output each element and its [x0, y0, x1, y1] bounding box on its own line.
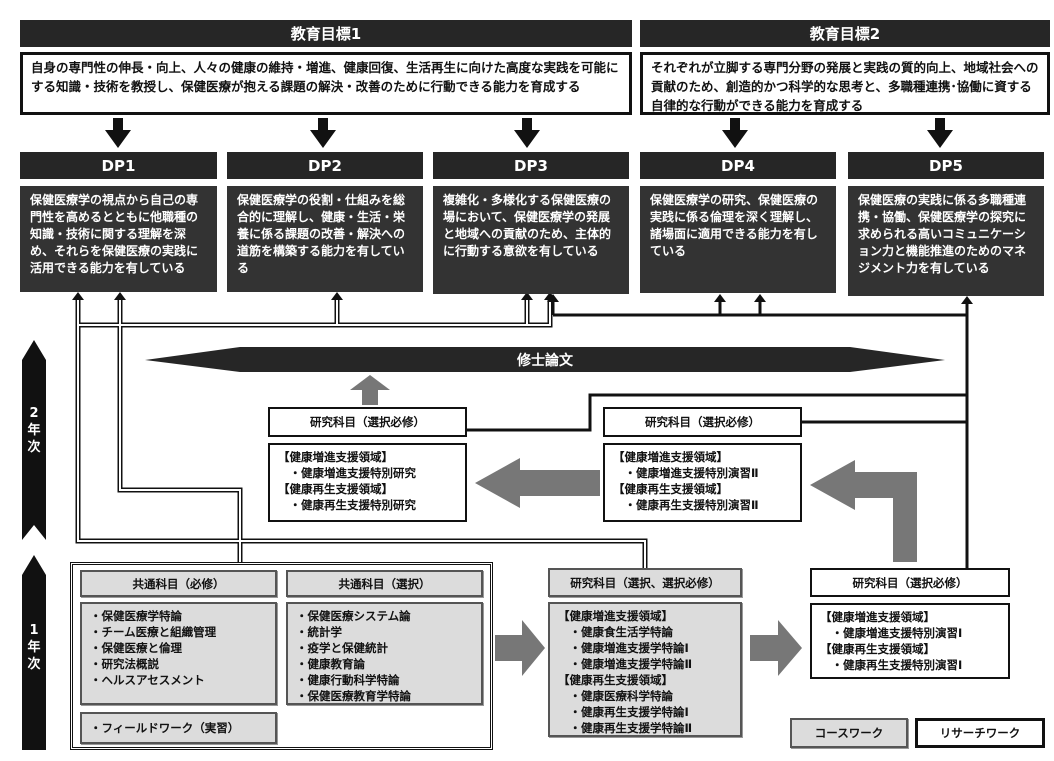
arrow-right-icon — [750, 620, 802, 676]
year1-label: 1 年 次 — [27, 623, 41, 672]
list-item: ・健康再生支援特別研究 — [278, 498, 416, 512]
arrow-down-icon — [514, 118, 540, 148]
list-item: 【健康増進支援領域】 — [278, 450, 393, 464]
year2-arrow — [22, 340, 46, 540]
goal2-text: それぞれが立脚する専門分野の発展と実践の質的向上、地域社会への貢献のため、創造的… — [640, 52, 1050, 115]
dp4-text: 保健医療学の研究、保健医療の実践に係る倫理を深く理解し、諸場面に適用できる能力を… — [640, 186, 836, 293]
arrow-down-icon — [310, 118, 336, 148]
y2-research-left-title: 研究科目（選択必修） — [268, 407, 467, 437]
list-item: ・健康再生支援特別演習Ⅱ — [613, 498, 759, 512]
research-required-list: 【健康増進支援領域】 ・健康増進支援特別演習Ⅰ 【健康再生支援領域】 ・健康再生… — [810, 603, 1010, 679]
list-item: ・保健医療学特論 — [90, 609, 182, 623]
list-item: 【健康再生支援領域】 — [820, 642, 935, 656]
list-item: 【健康再生支援領域】 — [558, 673, 673, 687]
list-item: ・健康再生支援学特論Ⅰ — [558, 705, 689, 719]
research-required-title: 研究科目（選択必修） — [810, 568, 1010, 597]
common-elective-list: ・保健医療システム論 ・統計学 ・疫学と保健統計 ・健康教育論 ・健康行動科学特… — [286, 602, 483, 705]
list-item: ・健康増進支援特別演習Ⅱ — [613, 466, 759, 480]
research-elective-title: 研究科目（選択、選択必修） — [548, 568, 742, 597]
thesis-banner — [145, 347, 945, 372]
y2-research-right-list: 【健康増進支援領域】 ・健康増進支援特別演習Ⅱ 【健康再生支援領域】 ・健康再生… — [603, 443, 802, 522]
goal1-title: 教育目標1 — [20, 20, 632, 47]
list-item: ・ヘルスアセスメント — [90, 673, 205, 687]
list-item: ・保健医療と倫理 — [90, 641, 182, 655]
list-item: ・研究法概説 — [90, 657, 159, 671]
list-item: ・健康教育論 — [296, 657, 365, 671]
arrow-down-icon — [722, 118, 748, 148]
list-item: ・健康医療科学特論 — [558, 689, 673, 703]
y2-research-right-title: 研究科目（選択必修） — [603, 407, 802, 437]
dp3-text: 複雑化・多様化する保健医療の場において、保健医療学の発展と地域への貢献のため、主… — [433, 186, 629, 294]
list-item: ・健康増進支援学特論Ⅰ — [558, 641, 689, 655]
down-arrows — [105, 118, 953, 148]
dp5-text: 保健医療の実践に係る多職種連携・協働、保健医療学の探究に求められる高いコミュニケ… — [848, 186, 1044, 296]
y2-research-left-list: 【健康増進支援領域】 ・健康増進支援特別研究 【健康再生支援領域】 ・健康再生支… — [268, 443, 467, 522]
researchwork-links — [467, 298, 969, 568]
list-item: ・疫学と保健統計 — [296, 641, 388, 655]
dp2-title: DP2 — [227, 152, 423, 179]
common-elective-title: 共通科目（選択） — [286, 570, 483, 597]
dp1-title: DP1 — [20, 152, 217, 179]
fieldwork: ・フィールドワーク（実習） — [80, 712, 277, 744]
list-item: ・保健医療教育学特論 — [296, 689, 411, 703]
research-elective-list: 【健康増進支援領域】 ・健康食生活学特論 ・健康増進支援学特論Ⅰ ・健康増進支援… — [548, 602, 742, 737]
list-item: 【健康再生支援領域】 — [278, 482, 393, 496]
arrow-left-icon — [475, 458, 600, 508]
dp5-title: DP5 — [848, 152, 1044, 179]
arrow-down-icon — [105, 118, 131, 148]
list-item: 【健康増進支援領域】 — [613, 450, 728, 464]
dp3-title: DP3 — [433, 152, 629, 179]
year1-arrow — [22, 555, 46, 750]
legend-coursework: コースワーク — [790, 718, 908, 748]
dp1-text: 保健医療学の視点から自己の専門性を高めるとともに他職種の知識・技術に関する理解を… — [20, 186, 217, 292]
goal2-title: 教育目標2 — [640, 20, 1050, 47]
thesis-label: 修士論文 — [517, 352, 573, 369]
list-item: ・健康再生支援学特論Ⅱ — [558, 721, 693, 735]
list-item: ・健康増進支援特別研究 — [278, 466, 416, 480]
arrow-right-icon — [495, 620, 545, 676]
common-required-list: ・保健医療学特論 ・チーム医療と組織管理 ・保健医療と倫理 ・研究法概説 ・ヘル… — [80, 602, 277, 705]
list-item: ・健康行動科学特論 — [296, 673, 400, 687]
coursework-links — [75, 296, 648, 568]
list-item: ・健康増進支援特別演習Ⅰ — [820, 626, 963, 640]
list-item: 【健康増進支援領域】 — [558, 609, 673, 623]
year2-label: 2 年 次 — [27, 406, 41, 455]
list-item: ・チーム医療と組織管理 — [90, 625, 217, 639]
list-item: ・保健医療システム論 — [296, 609, 411, 623]
list-item: 【健康再生支援領域】 — [613, 482, 728, 496]
arrow-up-icon — [350, 375, 390, 405]
dp4-title: DP4 — [640, 152, 836, 179]
gray-arrows — [350, 375, 917, 676]
list-item: ・健康食生活学特論 — [558, 625, 673, 639]
list-item: ・健康再生支援特別演習Ⅰ — [820, 658, 963, 672]
list-item: ・健康増進支援学特論Ⅱ — [558, 657, 693, 671]
common-required-title: 共通科目（必修） — [80, 570, 277, 597]
goal1-text: 自身の専門性の伸長・向上、人々の健康の維持・増進、健康回復、生活再生に向けた高度… — [20, 52, 632, 115]
list-item: 【健康増進支援領域】 — [820, 610, 935, 624]
list-item: ・統計学 — [296, 625, 342, 639]
legend-researchwork: リサーチワーク — [915, 718, 1045, 748]
dp2-text: 保健医療学の役割・仕組みを総合的に理解し、健康・生活・栄養に係る課題の改善・解決… — [227, 186, 423, 292]
arrow-down-icon — [927, 118, 953, 148]
arrow-corner-icon — [810, 460, 917, 562]
